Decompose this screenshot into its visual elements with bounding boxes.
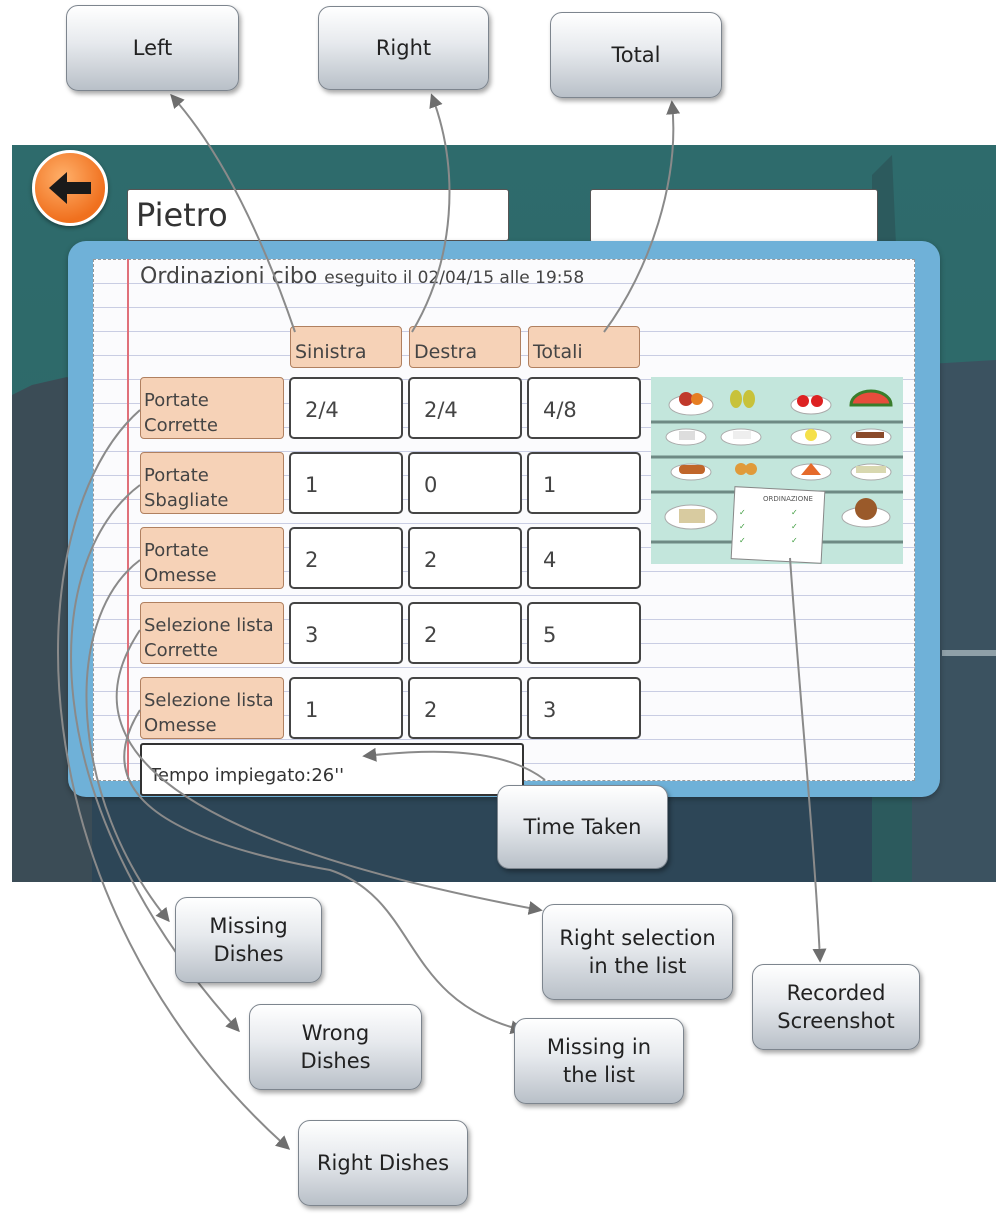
cell-missing-right: 2 <box>408 527 522 589</box>
svg-text:✓: ✓ <box>791 522 798 531</box>
back-button[interactable] <box>32 150 108 226</box>
callout-missing-dishes: Missing Dishes <box>175 897 322 983</box>
recorded-screenshot[interactable]: ORDINAZIONE ✓ ✓ ✓ ✓ ✓ ✓ <box>651 377 903 564</box>
callout-recorded-screenshot: Recorded Screenshot <box>752 964 920 1050</box>
svg-text:✓: ✓ <box>791 508 798 517</box>
cell-list-correct-right: 2 <box>408 602 522 664</box>
row-label-portate-sbagliate: Portate Sbagliate <box>140 452 284 514</box>
callout-time-taken: Time Taken <box>497 785 668 869</box>
food-shelf-image: ORDINAZIONE ✓ ✓ ✓ ✓ ✓ ✓ <box>651 377 903 564</box>
header-sinistra: Sinistra <box>290 326 402 368</box>
cell-wrong-total: 1 <box>527 452 641 514</box>
cell-wrong-left: 1 <box>289 452 403 514</box>
cell-list-missing-total: 3 <box>527 677 641 739</box>
callout-right-dishes: Right Dishes <box>298 1120 468 1206</box>
back-arrow-icon <box>49 172 91 204</box>
callout-left: Left <box>66 5 239 91</box>
callout-missing-in-list: Missing in the list <box>514 1018 684 1104</box>
cell-list-missing-right: 2 <box>408 677 522 739</box>
secondary-field[interactable] <box>590 189 878 243</box>
cell-correct-left: 2/4 <box>289 377 403 439</box>
cell-correct-right: 2/4 <box>408 377 522 439</box>
callout-total: Total <box>550 12 722 98</box>
cell-list-correct-total: 5 <box>527 602 641 664</box>
header-totali: Totali <box>528 326 640 368</box>
report-title: Ordinazioni cibo eseguito il 02/04/15 al… <box>140 264 584 289</box>
cell-list-missing-left: 1 <box>289 677 403 739</box>
svg-text:✓: ✓ <box>791 536 798 545</box>
cell-wrong-right: 0 <box>408 452 522 514</box>
paper-margin-line <box>127 259 129 779</box>
svg-text:✓: ✓ <box>739 536 746 545</box>
screenshot-note-title: ORDINAZIONE <box>763 495 813 503</box>
cell-list-correct-left: 3 <box>289 602 403 664</box>
time-taken-field: Tempo impiegato:26'' <box>140 743 524 796</box>
header-destra: Destra <box>409 326 521 368</box>
svg-text:✓: ✓ <box>739 508 746 517</box>
report-meta: eseguito il 02/04/15 alle 19:58 <box>324 268 585 288</box>
callout-right-selection: Right selection in the list <box>542 904 733 1000</box>
student-name: Pietro <box>136 196 228 234</box>
row-label-portate-corrette: Portate Corrette <box>140 377 284 439</box>
student-name-field[interactable]: Pietro <box>127 189 509 241</box>
row-label-portate-omesse: Portate Omesse <box>140 527 284 589</box>
row-label-selezione-omesse: Selezione lista Omesse <box>140 677 284 739</box>
cell-missing-total: 4 <box>527 527 641 589</box>
cell-missing-left: 2 <box>289 527 403 589</box>
callout-right: Right <box>318 6 489 90</box>
callout-wrong-dishes: Wrong Dishes <box>249 1004 422 1090</box>
cell-correct-total: 4/8 <box>527 377 641 439</box>
report-title-main: Ordinazioni cibo <box>140 264 318 289</box>
row-label-selezione-corrette: Selezione lista Corrette <box>140 602 284 664</box>
svg-text:✓: ✓ <box>739 522 746 531</box>
